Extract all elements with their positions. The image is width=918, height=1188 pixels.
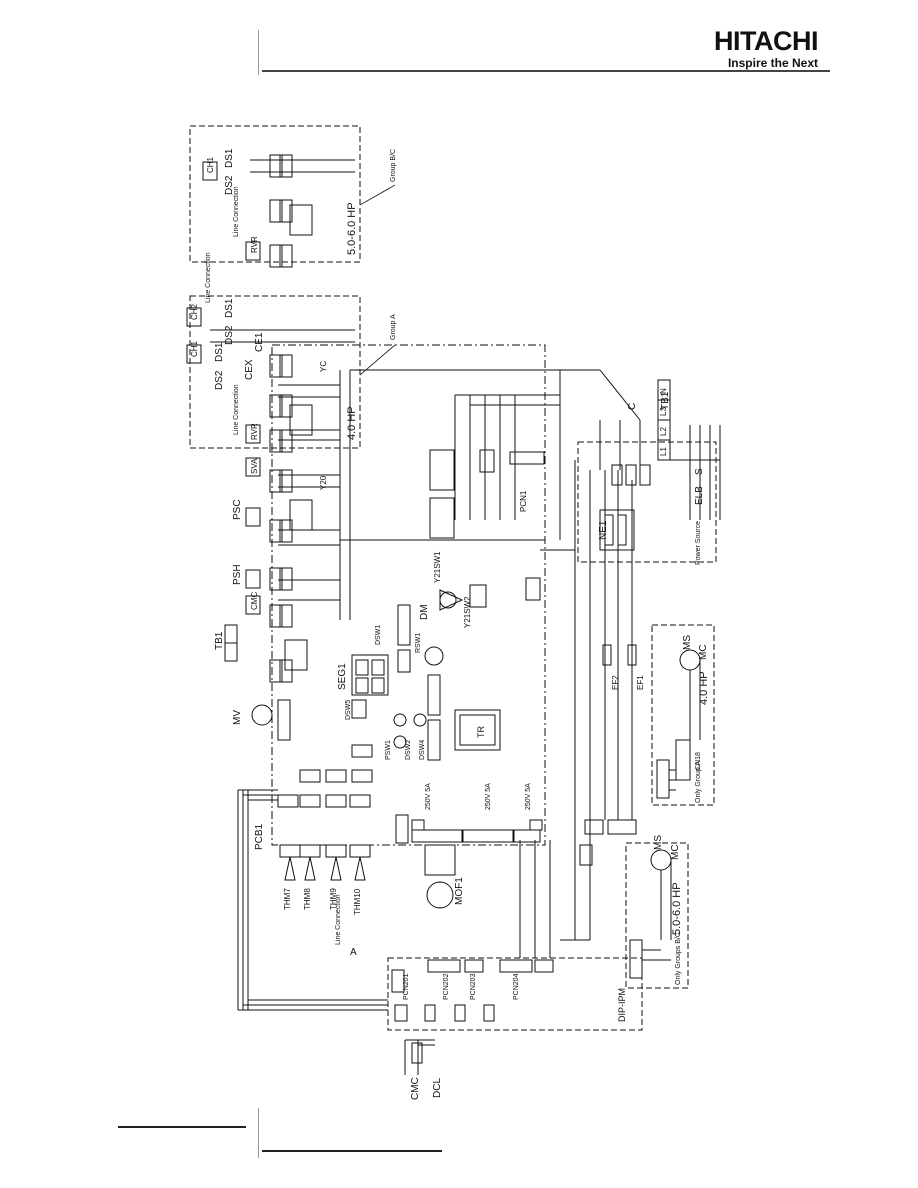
label-cmc-top: CMC	[250, 592, 259, 610]
zone-5-6hp-fan	[625, 842, 689, 989]
label-mv: MV	[232, 710, 243, 725]
label-ch2: CH2	[190, 303, 199, 320]
label-dsw4: DSW4	[419, 740, 426, 760]
label-a-marker: A	[350, 947, 357, 958]
label-mc-56hp: MC	[670, 844, 681, 860]
label-ds1-b: DS1	[224, 298, 235, 318]
label-ch1-a: CH1	[206, 156, 215, 173]
label-y21sv2: Y21SW2	[463, 596, 472, 628]
label-fuse-2: 250V 5A	[485, 783, 492, 810]
label-pcn204: PCN204	[513, 973, 520, 1000]
label-group-a: Group A	[390, 314, 397, 340]
label-thm9: THM9	[329, 888, 338, 910]
zone-5-6hp-top	[189, 125, 361, 263]
label-ds2-c: DS2	[214, 370, 225, 390]
zone-4hp-fan	[651, 624, 715, 806]
label-fuse-3: 250V 5A	[525, 783, 532, 810]
footer-rule-right	[262, 1150, 442, 1152]
label-ce1: CE1	[254, 332, 265, 352]
label-only-group-a: Only Group A	[695, 761, 702, 803]
label-psw1: PSW1	[385, 740, 392, 760]
label-ch1-b: CH1	[190, 340, 199, 357]
label-tb1-left: TB1	[214, 631, 225, 650]
label-yc: YC	[319, 361, 328, 372]
label-dm: DM	[419, 604, 430, 620]
label-ds2-b: DS2	[224, 325, 235, 345]
label-ms-4hp: MS	[682, 635, 693, 650]
label-psc: PSC	[232, 499, 243, 520]
label-n: N	[659, 388, 668, 394]
label-ds2-a: DS2	[224, 175, 235, 195]
label-elb: ELB	[694, 486, 705, 505]
label-rvr-b: RVR	[250, 423, 259, 440]
zone-label-5-6hp-fan: 5.0-6.0 HP	[671, 882, 683, 935]
label-tr: TR	[476, 726, 486, 738]
label-sva: SVA	[250, 458, 259, 474]
brand-logo: HITACHI Inspire the Next	[714, 26, 819, 71]
header-rule	[262, 70, 830, 72]
label-ef2: EF2	[611, 675, 620, 690]
label-line-connection-b: Line Connection	[233, 384, 240, 435]
footer-rule-left	[118, 1126, 246, 1128]
zone-label-dip-ipm: DIP-IPM	[617, 988, 627, 1022]
label-y20: Y20	[319, 475, 328, 490]
footer-divider	[258, 1108, 259, 1158]
label-y21sv1: Y21SW1	[433, 551, 442, 583]
label-pcn202: PCN202	[443, 973, 450, 1000]
zone-label-4hp-top: 4.0 HP	[346, 406, 358, 440]
label-rsw1: RSW1	[415, 633, 422, 653]
label-pcb1: PCB1	[254, 823, 265, 850]
label-ds1-c: DS1	[214, 342, 225, 362]
label-dcl: DCL	[432, 1078, 443, 1098]
label-fuse-1: 250V 5A	[425, 783, 432, 810]
label-thm10: THM10	[353, 888, 362, 915]
power-panel	[577, 441, 717, 563]
zone-4hp-top	[189, 295, 361, 449]
label-dsw2: DSW2	[405, 740, 412, 760]
label-group-bc: Group B/C	[390, 149, 397, 182]
label-seg1: SEG1	[337, 663, 348, 690]
label-ne1: NE1	[598, 520, 609, 540]
zone-label-4hp-fan: 4.0 HP	[698, 671, 710, 705]
label-line-connection-a: Line Connection	[233, 186, 240, 237]
label-ef1: EF1	[636, 675, 645, 690]
label-line-connection-c: Line Connection	[205, 252, 212, 303]
label-pcn201: PCN201	[403, 973, 410, 1000]
zone-label-5-6hp-top: 5.0-6.0 HP	[346, 202, 358, 255]
label-l3: L3	[659, 407, 668, 416]
header-divider	[258, 30, 259, 75]
label-ms-56hp: MS	[653, 835, 664, 850]
label-only-group-bc: Only Groups B/C	[675, 932, 682, 985]
label-thm8: THM8	[303, 888, 312, 910]
brand-tagline: Inspire the Next	[727, 56, 818, 70]
label-mc-4hp: MC	[698, 644, 709, 660]
label-dsw5: DSW5	[345, 700, 352, 720]
dip-ipm-box	[387, 957, 643, 1031]
label-ds1-a: DS1	[224, 148, 235, 168]
label-cmc-bottom: CMC	[410, 1077, 421, 1100]
label-psh: PSH	[232, 564, 243, 585]
label-pcn203: PCN203	[470, 973, 477, 1000]
label-rvr-a: RVR	[250, 236, 259, 253]
label-s: S	[694, 468, 705, 475]
label-thm7: THM7	[283, 888, 292, 910]
label-mof1: MOF1	[454, 877, 465, 905]
label-tb1-right: TB1	[660, 391, 671, 410]
label-l1: L1	[659, 447, 668, 456]
label-power-source: Power Source	[695, 521, 702, 565]
pcb1-boundary	[271, 344, 546, 846]
label-dsw1: DSW1	[375, 625, 382, 645]
label-cex: CEX	[244, 359, 255, 380]
brand-name: HITACHI	[714, 26, 819, 56]
label-l2: L2	[659, 427, 668, 436]
label-cn18: CN18	[695, 752, 702, 770]
label-line-connection-d: Line Connection	[335, 894, 342, 945]
label-c: C	[627, 403, 638, 410]
label-pcn1: PCN1	[519, 490, 528, 512]
